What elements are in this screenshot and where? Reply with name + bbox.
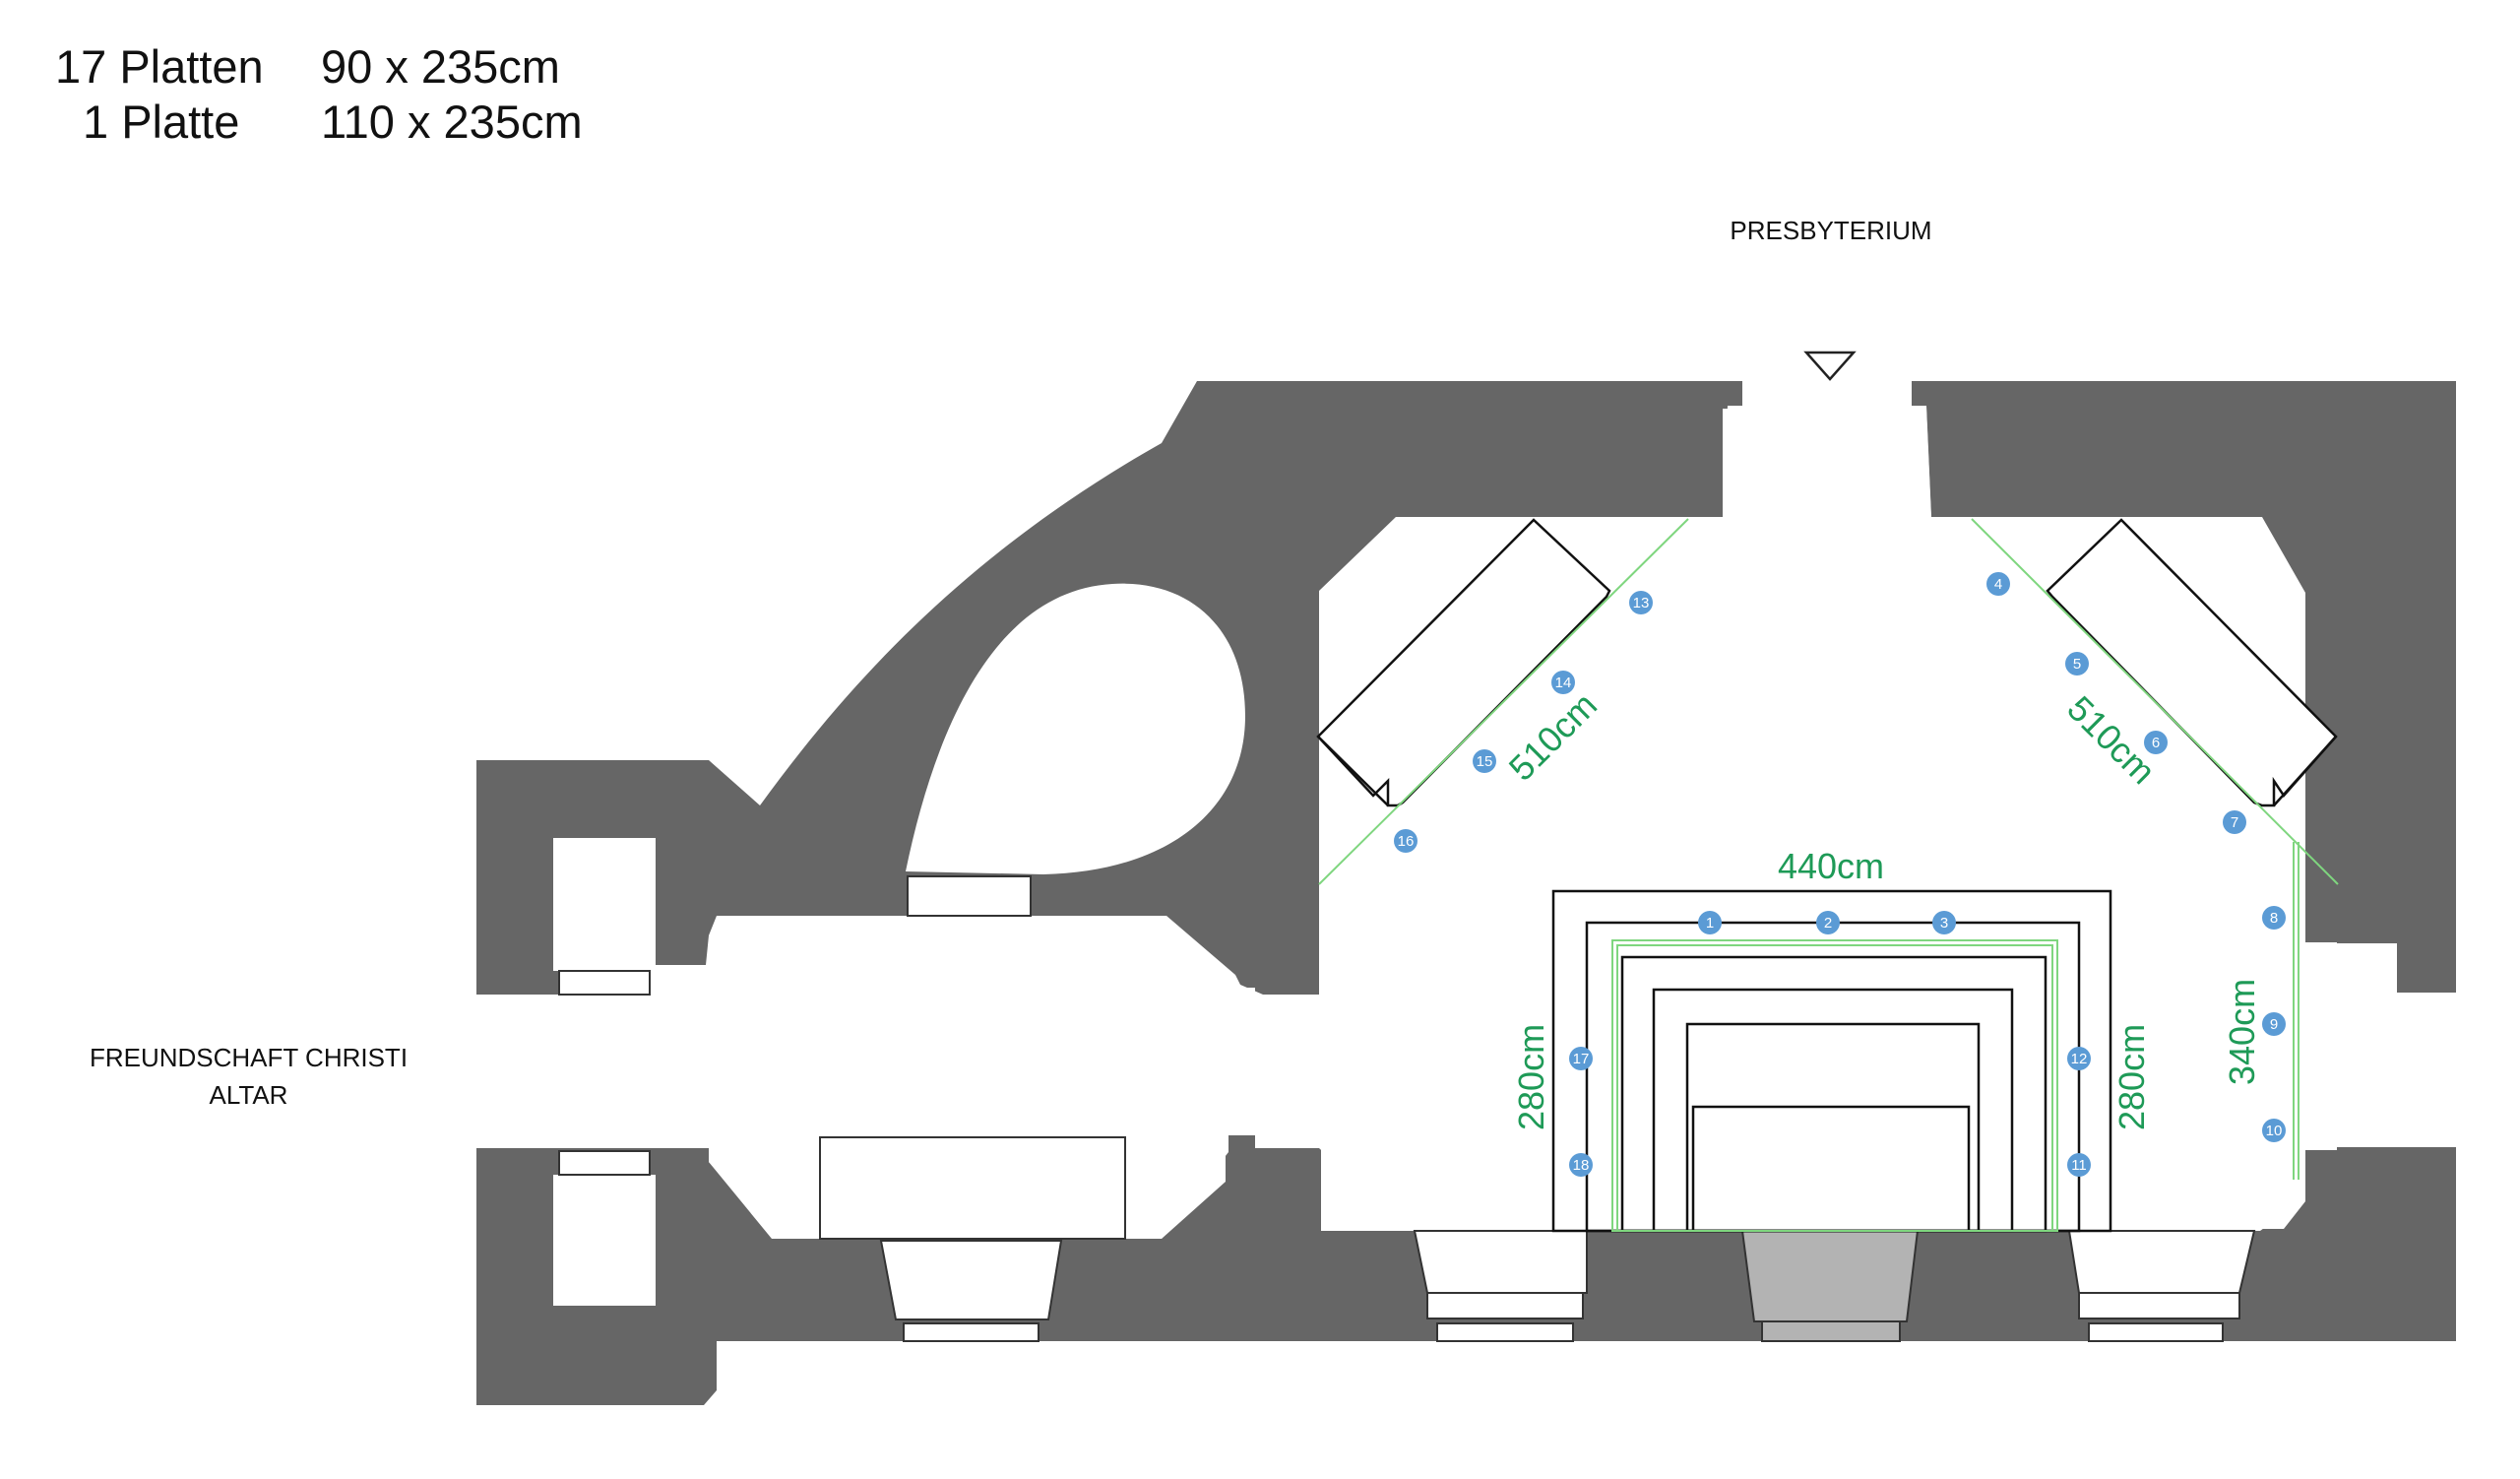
- panel-marker-label: 6: [2152, 735, 2160, 751]
- diagonal-benches: [1316, 518, 2338, 807]
- panel-marker-dot: [1986, 572, 2010, 596]
- panel-marker-18: 18: [1569, 1153, 1593, 1177]
- panel-marker-dot: [2223, 810, 2246, 834]
- panel-marker-dot: [1569, 1047, 1593, 1070]
- panel-marker-dot: [2144, 731, 2168, 754]
- panel-marker-1: 1: [1698, 911, 1722, 934]
- panel-marker-dot: [2262, 1012, 2286, 1036]
- panel-marker-dot: [1569, 1153, 1593, 1177]
- panel-lines: [1318, 518, 2339, 1232]
- pulpit: [1740, 1230, 1920, 1322]
- panel-marker-label: 16: [1398, 833, 1415, 850]
- panel-marker-dot: [1473, 749, 1496, 773]
- left-cells: [553, 838, 1255, 1306]
- panel-marker-dot: [1816, 911, 1840, 934]
- panel-marker-dot: [2262, 1119, 2286, 1142]
- panel-marker-12: 12: [2067, 1047, 2091, 1070]
- panel-marker-2: 2: [1816, 911, 1840, 934]
- central-platform: [1551, 889, 2112, 1233]
- panel-marker-label: 13: [1633, 595, 1650, 611]
- cell-lower: [553, 1175, 656, 1306]
- altar-table-left: [819, 1136, 1126, 1240]
- side-chapel-line-2: ALTAR: [209, 1080, 288, 1110]
- panel-marker-dot: [1932, 911, 1956, 934]
- bench-right: [2046, 518, 2338, 807]
- panel-marker-label: 7: [2231, 814, 2238, 831]
- panel-marker-5: 5: [2065, 652, 2089, 675]
- panel-marker-17: 17: [1569, 1047, 1593, 1070]
- panel-marker-10: 10: [2262, 1119, 2286, 1142]
- panel-marker-label: 17: [1573, 1051, 1590, 1067]
- panel-marker-13: 13: [1629, 591, 1653, 614]
- panel-marker-label: 10: [2266, 1123, 2283, 1139]
- summary-dims-2: 110 x 235cm: [321, 96, 583, 148]
- panel-marker-dot: [2065, 652, 2089, 675]
- panel-marker-dot: [1629, 591, 1653, 614]
- panel-marker-4: 4: [1986, 572, 2010, 596]
- panel-marker-label: 1: [1706, 915, 1714, 932]
- panel-marker-15: 15: [1473, 749, 1496, 773]
- dim-left-depth: 280cm: [1511, 1024, 1551, 1130]
- label-presbyterium: PRESBYTERIUM: [1730, 216, 1932, 245]
- panel-marker-dot: [2067, 1153, 2091, 1177]
- entrance-triangle: [1803, 351, 1857, 381]
- round-opening: [906, 583, 1245, 874]
- panel-marker-dot: [1394, 829, 1418, 853]
- panel-marker-dot: [1551, 671, 1575, 694]
- panel-marker-label: 9: [2270, 1016, 2278, 1033]
- panel-marker-label: 14: [1555, 675, 1572, 691]
- summary-dims-1: 90 x 235cm: [321, 40, 560, 93]
- panel-marker-label: 2: [1824, 915, 1832, 932]
- panel-marker-3: 3: [1932, 911, 1956, 934]
- panel-marker-14: 14: [1551, 671, 1575, 694]
- panel-marker-8: 8: [2262, 906, 2286, 930]
- panel-marker-6: 6: [2144, 731, 2168, 754]
- wall-upper-right: [1912, 381, 2456, 993]
- panel-marker-label: 4: [1994, 576, 2002, 593]
- panel-marker-9: 9: [2262, 1012, 2286, 1036]
- panel-marker-7: 7: [2223, 810, 2246, 834]
- panel-marker-dot: [2067, 1047, 2091, 1070]
- dim-right-depth: 280cm: [2111, 1024, 2152, 1130]
- panel-marker-label: 5: [2073, 656, 2081, 673]
- panel-marker-dot: [2262, 906, 2286, 930]
- summary-count-2: 1 Platte: [83, 96, 240, 148]
- panel-marker-label: 8: [2270, 910, 2278, 927]
- panel-marker-label: 12: [2071, 1051, 2088, 1067]
- dim-right-wall: 340cm: [2222, 979, 2262, 1085]
- lower-details: [819, 1136, 2256, 1342]
- panel-marker-dot: [1698, 911, 1722, 934]
- panel-marker-16: 16: [1394, 829, 1418, 853]
- panel-marker-label: 11: [2071, 1157, 2087, 1174]
- panel-marker-label: 15: [1477, 753, 1493, 770]
- summary-count-1: 17 Platten: [55, 40, 264, 93]
- cell-upper: [553, 838, 656, 971]
- panel-marker-label: 18: [1573, 1157, 1590, 1174]
- panel-marker-label: 3: [1940, 915, 1948, 932]
- panel-marker-11: 11: [2067, 1153, 2091, 1177]
- label-side-chapel: FREUNDSCHAFT CHRISTI ALTAR: [69, 1039, 428, 1114]
- dim-front-width: 440cm: [1778, 846, 1884, 886]
- side-chapel-line-1: FREUNDSCHAFT CHRISTI: [89, 1043, 409, 1072]
